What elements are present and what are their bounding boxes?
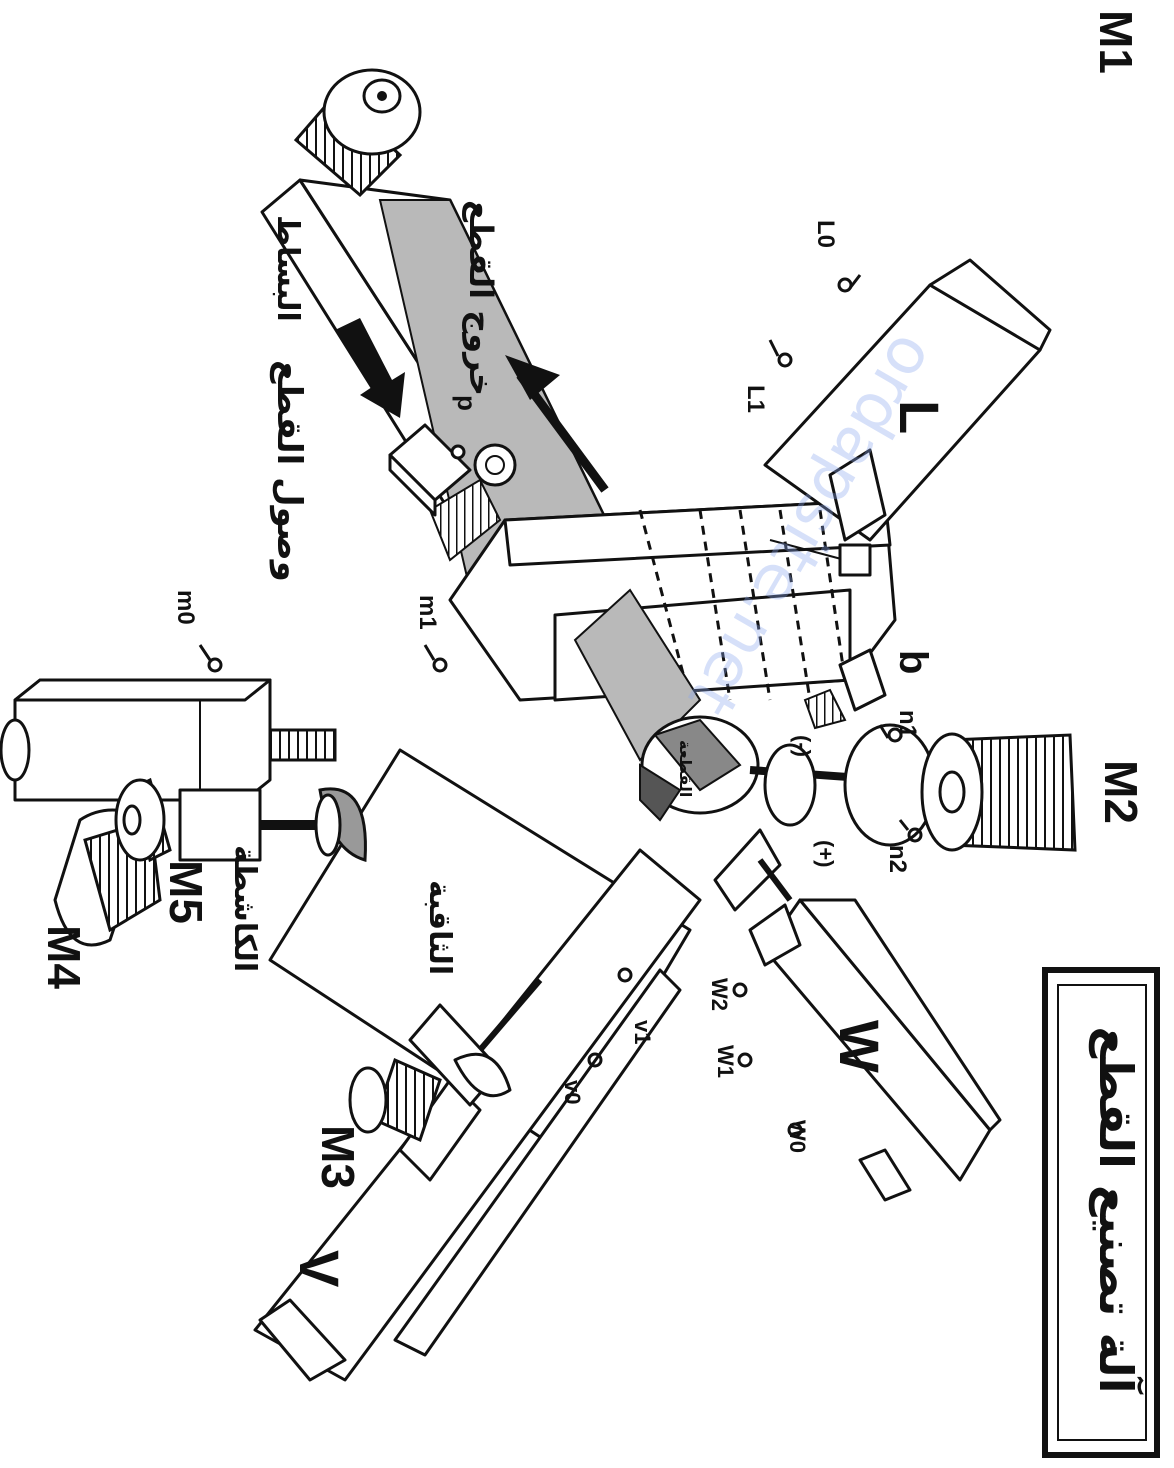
motor-m3 (348, 1057, 442, 1143)
label-m3: M3 (312, 1125, 364, 1189)
sensor-glyphs (198, 274, 923, 1138)
label-exit: خروج القطع (462, 200, 500, 396)
label-station-v: V (288, 1250, 351, 1287)
conveyor-belt (260, 178, 652, 682)
sensor-v1: v1 (630, 1020, 655, 1044)
sensor-p: p (452, 395, 482, 411)
scraper-unit (0, 678, 367, 862)
sensor-l0: L0 (812, 220, 839, 248)
station-w (713, 828, 1002, 1202)
sensor-w1: W1 (713, 1045, 738, 1078)
motor-m5 (114, 777, 172, 863)
label-conveyor: البساط (270, 215, 305, 322)
label-scraper: الكاشطة (227, 845, 262, 972)
rotation-plus: (+) (813, 840, 838, 868)
label-m1: M1 (1090, 10, 1142, 74)
motor-m1 (293, 68, 422, 198)
label-station-w: W (828, 1020, 891, 1073)
sensor-l1: L1 (742, 385, 769, 413)
motor-m2 (920, 732, 1077, 852)
sensor-v0: v0 (560, 1080, 585, 1104)
station-l (763, 258, 1052, 577)
arrival-arrow (335, 318, 405, 418)
sensor-m1: m1 (414, 595, 441, 630)
label-m5: M5 (160, 860, 212, 924)
label-drill: الثاقبة (422, 880, 457, 975)
label-arrival: وصول القطع (269, 360, 309, 582)
sensor-n2: n2 (884, 845, 911, 873)
sensor-n1: n1 (894, 710, 921, 738)
sensor-w2: W2 (707, 978, 732, 1011)
label-part: القطعة (676, 740, 695, 797)
title-frame (1042, 967, 1160, 1458)
sensor-b: b (891, 650, 935, 674)
sensor-m0: m0 (172, 590, 199, 625)
diagram-title: آلة تصنيع القطع (1089, 1027, 1144, 1395)
label-station-l: L (888, 400, 951, 434)
station-v (253, 748, 702, 1382)
rotary-table (573, 588, 961, 847)
label-m2: M2 (1095, 760, 1147, 824)
label-m4: M4 (38, 925, 90, 989)
rotation-minus: (-) (790, 735, 815, 757)
